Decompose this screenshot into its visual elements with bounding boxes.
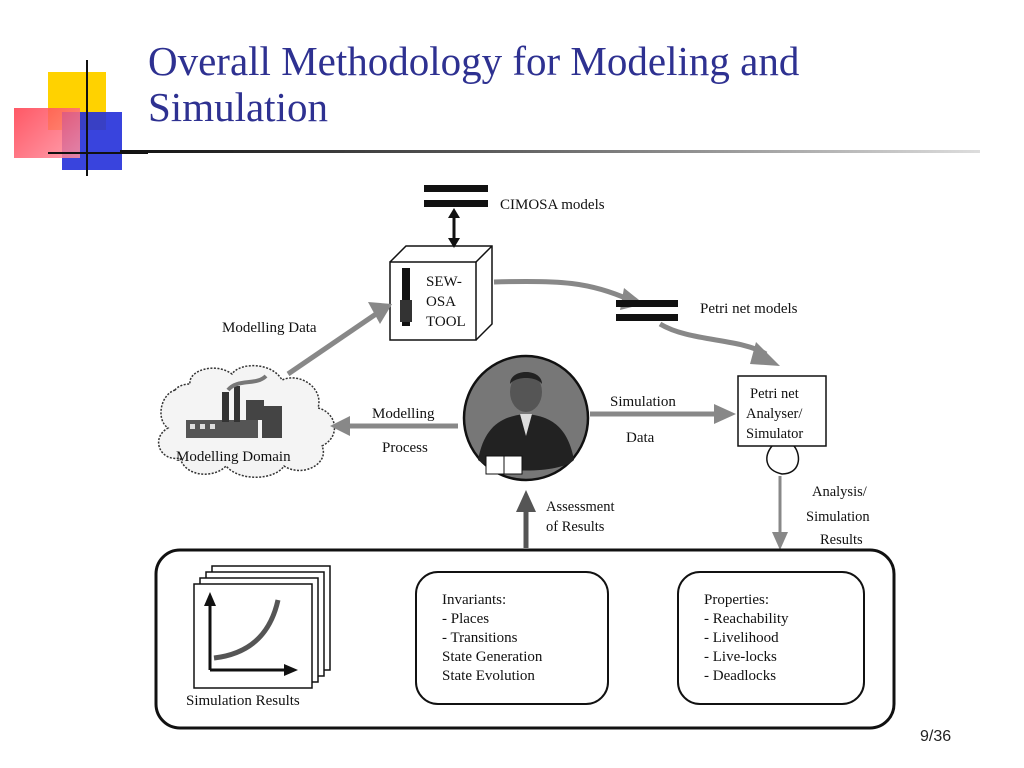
modelling-process-arrowhead: [330, 416, 350, 436]
properties-box: [677, 571, 865, 705]
invariants-box: [415, 571, 609, 705]
assessment-line1: Assessment: [546, 499, 614, 515]
decor-red-square: [14, 108, 80, 158]
modelling-data-arrow: [286, 311, 378, 377]
slide-title: Overall Methodology for Modeling and Sim…: [148, 38, 800, 130]
page-number: 9/36: [920, 728, 952, 745]
analyser-line3: Simulator: [746, 426, 803, 442]
petri-net-store-icon: [616, 300, 678, 321]
modelling-domain-label: Modelling Domain: [176, 449, 291, 465]
sewosa-tool-line1: SEW-: [426, 274, 462, 290]
modelling-process-line1: Modelling: [372, 406, 435, 422]
title-underline: [120, 150, 980, 153]
assessment-arrowhead: [516, 490, 536, 512]
analyst-person-icon: [462, 354, 590, 482]
petri-net-analyser-box: Petri net Analyser/ Simulator: [737, 375, 827, 475]
sewosa-tool-line3: TOOL: [426, 314, 466, 330]
cimosa-models-label: CIMOSA models: [500, 197, 605, 213]
decor-horizontal-line: [48, 152, 148, 154]
simulation-data-arrowhead: [714, 404, 736, 424]
properties-line2: - Reachability: [704, 611, 789, 627]
modelling-domain-cloud: Modelling Domain: [157, 364, 336, 478]
modelling-data-arrowhead: [368, 302, 392, 324]
simulation-results-graph-icon: [193, 565, 331, 689]
analysis-results-line3: Results: [820, 532, 863, 548]
simulation-data-line2: Data: [626, 430, 655, 446]
assessment-line2: of Results: [546, 519, 605, 535]
analysis-results-line2: Simulation: [806, 509, 870, 525]
petri-to-analyser-arrow: [658, 321, 768, 357]
cimosa-store-icon: [424, 185, 488, 207]
analysis-results-line1: Analysis/: [812, 484, 868, 500]
simulation-results-label: Simulation Results: [186, 693, 300, 709]
sewosa-tool-box: SEW- OSA TOOL: [389, 245, 493, 341]
properties-line1: Properties:: [704, 592, 769, 608]
tool-to-petri-arrow: [493, 278, 632, 303]
invariants-line1: Invariants:: [442, 592, 506, 608]
modelling-data-label: Modelling Data: [222, 320, 317, 336]
simulation-data-line1: Simulation: [610, 394, 676, 410]
properties-line3: - Livelihood: [704, 630, 779, 646]
cimosa-tool-link: [448, 208, 460, 248]
analyser-line2: Analyser/: [746, 406, 803, 422]
invariants-line2: - Places: [442, 611, 489, 627]
analyser-line1: Petri net: [750, 386, 799, 402]
properties-line5: - Deadlocks: [704, 668, 776, 684]
invariants-line4: State Generation: [442, 649, 543, 665]
petri-net-models-label: Petri net models: [700, 301, 798, 317]
petri-to-analyser-arrowhead: [750, 342, 780, 366]
sewosa-tool-line2: OSA: [426, 294, 456, 310]
modelling-process-line2: Process: [382, 440, 428, 456]
properties-line4: - Live-locks: [704, 649, 777, 665]
invariants-line3: - Transitions: [442, 630, 518, 646]
factory-icon: [186, 374, 282, 438]
analysis-results-arrowhead: [772, 532, 788, 550]
decor-vertical-line: [86, 60, 88, 176]
invariants-line5: State Evolution: [442, 668, 535, 684]
